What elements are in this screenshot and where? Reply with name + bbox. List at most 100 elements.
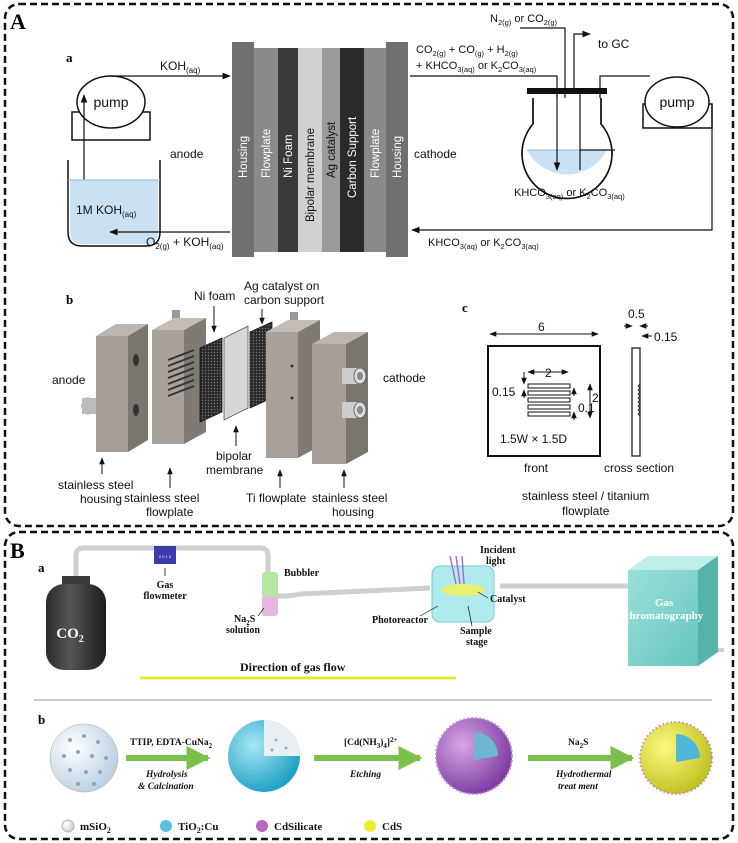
- ni-foam-label: Ni foam: [194, 289, 235, 303]
- bubbler: Bubbler Na2S solution: [226, 568, 320, 636]
- ss-flowplate-label-2: flowplate: [146, 505, 194, 519]
- flask-pump-link: [599, 75, 650, 98]
- svg-text:Gas: Gas: [157, 580, 174, 591]
- legend-swatch-cdsilicate: [256, 820, 268, 832]
- svg-text:stage: stage: [466, 637, 488, 648]
- panel-b-letter: B: [10, 538, 25, 563]
- svg-text:CO2: CO2: [56, 626, 84, 645]
- step1-top-label: TTIP, EDTA-CuNa2: [130, 738, 213, 750]
- svg-text:Flowplate: Flowplate: [370, 129, 382, 178]
- dim-2-side-label: 2: [592, 391, 599, 405]
- step3-bottom-label-1: Hydrothermal: [555, 770, 612, 780]
- serpentine-channel: [527, 383, 571, 417]
- koh-in-label: KOH(aq): [160, 59, 201, 75]
- dim-015-label: 0.15: [492, 385, 516, 399]
- flowplate-front-view: [487, 345, 601, 457]
- tio2-cu-sphere: [228, 720, 300, 792]
- panel-b-sub-a: a: [38, 560, 45, 575]
- svg-text:Photoreactor: Photoreactor: [372, 615, 428, 626]
- step1-bottom-label-2: & Calcination: [138, 782, 194, 792]
- ss-flowplate-left: [152, 310, 206, 444]
- svg-text:Sample: Sample: [460, 626, 492, 637]
- dim-05-label: 0.5: [628, 307, 645, 321]
- svg-text:chromatography: chromatography: [625, 610, 704, 622]
- svg-text:1M KOH(aq): 1M KOH(aq): [76, 203, 137, 219]
- formula-label: 1.5W × 1.5D: [500, 432, 567, 446]
- cross-section-grooves: [637, 383, 641, 417]
- cross-section-label: cross section: [604, 461, 674, 475]
- ag-catalyst-label-1: Ag catalyst on: [244, 279, 319, 293]
- return-label: KHCO3(aq) or K2CO3(aq): [428, 237, 539, 251]
- legend-label-cdsilicate: CdSilicate: [274, 821, 322, 833]
- co2-cylinder: CO2: [46, 576, 106, 670]
- step3-bottom-label-2: treat ment: [558, 782, 598, 792]
- ti-flowplate: [266, 312, 320, 458]
- svg-text:Catalyst: Catalyst: [490, 594, 526, 605]
- svg-text:Incident: Incident: [480, 545, 516, 556]
- svg-text:pump: pump: [93, 94, 128, 110]
- step3-top-label: Na2S: [568, 738, 588, 750]
- ss-housing2-label-2: housing: [332, 505, 374, 519]
- legend: mSiO2 TiO2:Cu CdSilicate CdS: [61, 819, 402, 835]
- ss-housing2-label-1: stainless steel: [312, 491, 387, 505]
- ss-housing-label-1: stainless steel: [58, 478, 133, 492]
- direction-label: Direction of gas flow: [240, 660, 346, 674]
- svg-text:pump: pump: [659, 94, 694, 110]
- products-label-2: + KHCO3(aq) or K2CO3(aq): [416, 60, 537, 74]
- left-pump: pump: [71, 75, 151, 141]
- panel-a-sub-b: b: [66, 292, 73, 307]
- to-gc-label: to GC: [598, 37, 630, 51]
- photoreactor: Incident light Catalyst Photoreactor Sam…: [372, 545, 526, 648]
- dim-2-top-label: 2: [545, 366, 552, 380]
- svg-text:Bipolar membrane: Bipolar membrane: [305, 128, 317, 222]
- legend-label-tio2: TiO2:Cu: [178, 821, 219, 835]
- ni-foam-piece: [199, 337, 223, 423]
- legend-label-cds: CdS: [382, 821, 402, 833]
- cds-sphere: [639, 721, 713, 795]
- flowplate-cross-section: [631, 347, 641, 457]
- cathode-label-a: cathode: [414, 147, 457, 161]
- gas-in-label: N2(g) or CO2(g): [490, 13, 558, 27]
- anode-label-a: anode: [170, 147, 204, 161]
- legend-label-msio2: mSiO2: [80, 821, 111, 835]
- svg-text:Flowplate: Flowplate: [261, 129, 273, 178]
- step2-top-label: [Cd(NH3)4]2+: [344, 736, 398, 750]
- ss-housing-left: [81, 324, 148, 452]
- panel-a-frame: [3, 2, 735, 528]
- svg-text:0 0 1 0: 0 0 1 0: [159, 554, 172, 559]
- panel-a-sub-c: c: [462, 300, 468, 315]
- flowplate-caption-1: stainless steel / titanium: [522, 489, 649, 503]
- legend-swatch-cds: [364, 820, 376, 832]
- msio2-sphere: [49, 723, 119, 793]
- svg-text:Housing: Housing: [392, 136, 404, 178]
- electrolyzer-stack: [232, 42, 408, 257]
- panel-a-letter: A: [10, 9, 26, 34]
- panel-b-frame: [3, 530, 735, 841]
- svg-text:Ag catalyst: Ag catalyst: [326, 121, 338, 178]
- bipolar-label-2: membrane: [206, 463, 264, 477]
- svg-text:Bubbler: Bubbler: [284, 568, 320, 579]
- svg-text:Carbon Support: Carbon Support: [347, 116, 359, 198]
- svg-text:Housing: Housing: [238, 136, 250, 178]
- stack-layer-labels: Housing Flowplate Ni Foam Bipolar membra…: [238, 116, 404, 222]
- cdsilicate-sphere: [435, 717, 513, 795]
- cathode-label-b: cathode: [383, 371, 426, 385]
- round-flask: [521, 88, 613, 200]
- dim-01-label: 0.1: [578, 401, 595, 415]
- svg-text:light: light: [486, 556, 506, 567]
- legend-swatch-msio2: [61, 819, 75, 833]
- legend-swatch-tio2: [160, 820, 172, 832]
- svg-text:Ni Foam: Ni Foam: [283, 135, 295, 178]
- panel-b-sub-b: b: [38, 712, 45, 727]
- ss-flowplate-label-1: stainless steel: [124, 491, 199, 505]
- right-pump: pump: [642, 76, 713, 129]
- ag-catalyst-label-2: carbon support: [244, 293, 325, 307]
- gas-chromatograph: Gas chromatography: [625, 556, 718, 666]
- o2-out-label: O2(g) + KOH(aq): [146, 235, 224, 251]
- dim-6-label: 6: [538, 320, 545, 334]
- products-label: CO2(g) + CO(g) + H2(g): [416, 44, 518, 58]
- svg-text:flowmeter: flowmeter: [143, 591, 187, 602]
- ss-housing-label-2: housing: [80, 492, 122, 506]
- front-label: front: [524, 461, 549, 475]
- step2-bottom-label: Etching: [349, 770, 381, 780]
